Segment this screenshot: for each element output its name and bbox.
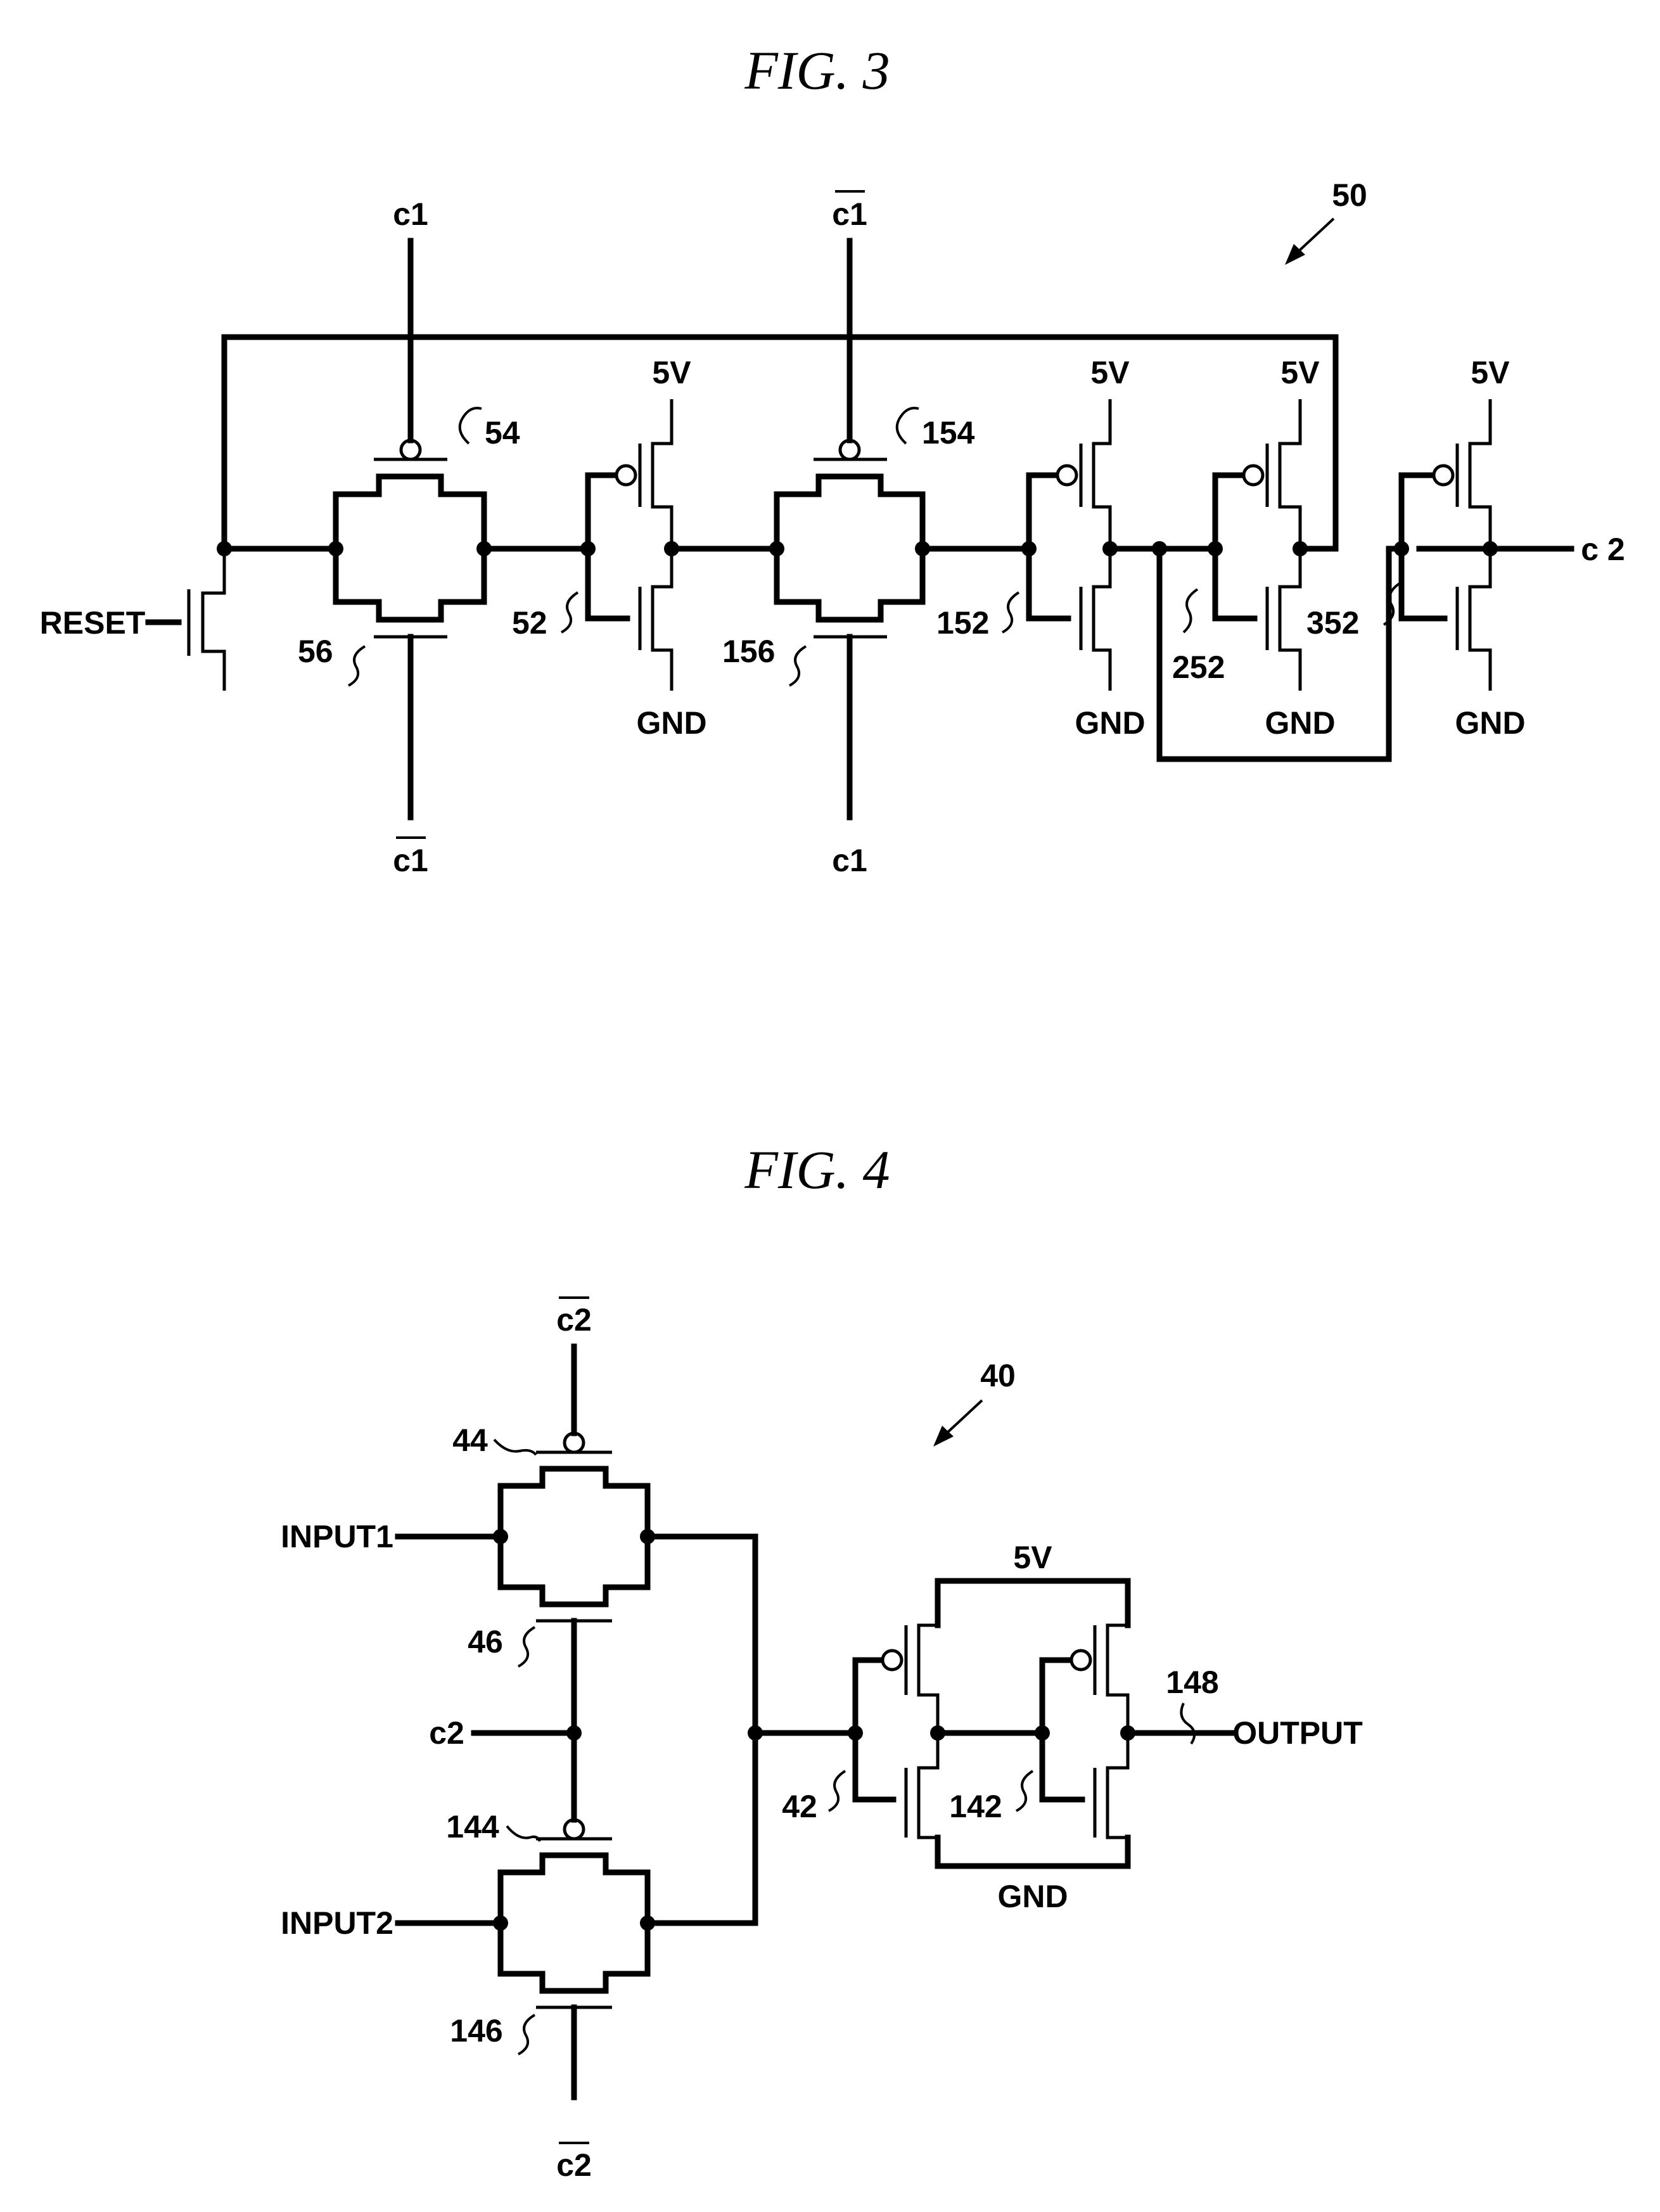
ref-148-label: 148 xyxy=(1166,1665,1218,1700)
inv352-ground-label: GND xyxy=(1455,705,1525,741)
transmission-gate-44-46 xyxy=(501,1346,648,1621)
inv252-ground-label: GND xyxy=(1265,705,1335,741)
c1bar-label-bottom-a: c1 xyxy=(393,843,428,878)
ref-156-leader xyxy=(789,646,806,686)
inv352-supply-label: 5V xyxy=(1471,355,1510,390)
ref-142-leader xyxy=(1016,1771,1033,1811)
latch-supply-label: 5V xyxy=(1013,1540,1052,1575)
ref-252-label: 252 xyxy=(1172,649,1225,685)
ref-42-label: 42 xyxy=(782,1789,817,1824)
ref-146-leader xyxy=(518,2015,535,2054)
input1-label: INPUT1 xyxy=(281,1519,393,1554)
inv152-supply-label: 5V xyxy=(1090,355,1130,390)
c2bar-label-top: c2 xyxy=(556,1302,592,1338)
ref-352-label: 352 xyxy=(1306,605,1359,641)
latch-ground-label: GND xyxy=(997,1879,1068,1914)
ref-156-label: 156 xyxy=(722,634,775,669)
output-label: OUTPUT xyxy=(1232,1715,1363,1751)
transmission-gate-144-146 xyxy=(501,1820,648,2097)
ref-50-label: 50 xyxy=(1332,177,1367,213)
ref-142-label: 142 xyxy=(949,1789,1002,1824)
ref-44-leader xyxy=(494,1440,536,1455)
ref-42-leader xyxy=(829,1771,845,1811)
inv52-ground-label: GND xyxy=(636,705,706,741)
ref-148-leader xyxy=(1181,1703,1194,1744)
ref-54-leader xyxy=(460,408,482,444)
ref-252-leader xyxy=(1184,589,1197,632)
inverter-52 xyxy=(588,399,672,691)
fig4: FIG. 4 40 c2 44 46 c2 144 146 xyxy=(281,1139,1363,2183)
reset-label: RESET xyxy=(40,605,146,641)
ref-144-leader xyxy=(507,1826,540,1841)
inv52-supply-label: 5V xyxy=(652,355,691,390)
c1-label-top-a: c1 xyxy=(393,196,428,232)
input2-label: INPUT2 xyxy=(281,1905,393,1941)
c2-label-mid: c2 xyxy=(429,1715,464,1751)
ref-146-label: 146 xyxy=(450,2013,502,2049)
fig4-title: FIG. 4 xyxy=(744,1139,890,1200)
c2bar-label-bottom: c2 xyxy=(556,2147,592,2183)
transmission-gate-154-156 xyxy=(777,241,923,817)
feedback-wire xyxy=(224,337,1336,549)
inverter-352 xyxy=(1401,399,1490,691)
reset-transistor xyxy=(148,549,224,691)
ref-52-label: 52 xyxy=(512,605,547,641)
fig4-junctions xyxy=(493,1529,1135,1931)
c1-label-bottom-b: c1 xyxy=(832,843,867,878)
ref-52-leader xyxy=(561,592,578,632)
fig3-title: FIG. 3 xyxy=(744,40,890,101)
ref-152-label: 152 xyxy=(936,605,989,641)
ref-154-label: 154 xyxy=(922,415,975,451)
transmission-gate-54-56 xyxy=(336,241,484,817)
ref-54-label: 54 xyxy=(485,415,520,451)
ref-46-leader xyxy=(518,1627,535,1666)
ref-46-label: 46 xyxy=(468,1624,503,1659)
c1bar-label-top-b: c1 xyxy=(832,196,867,232)
ref-152-leader xyxy=(1002,592,1019,632)
inverter-252 xyxy=(1215,399,1300,691)
ref-154-leader xyxy=(897,408,919,444)
inv252-supply-label: 5V xyxy=(1280,355,1320,390)
inverter-152 xyxy=(1029,399,1110,691)
ref-40-label: 40 xyxy=(980,1358,1016,1393)
output-c2-label: c 2 xyxy=(1581,532,1625,567)
ref-56-leader xyxy=(348,646,365,686)
ref-56-label: 56 xyxy=(298,634,333,669)
wire-gate-outputs xyxy=(648,1537,755,1923)
ref-144-label: 144 xyxy=(446,1809,499,1844)
inv152-ground-label: GND xyxy=(1075,705,1145,741)
fig3-junctions xyxy=(217,541,1498,556)
ref-44-label: 44 xyxy=(452,1422,488,1458)
fig3: FIG. 3 50 RESET c1 xyxy=(40,40,1625,878)
